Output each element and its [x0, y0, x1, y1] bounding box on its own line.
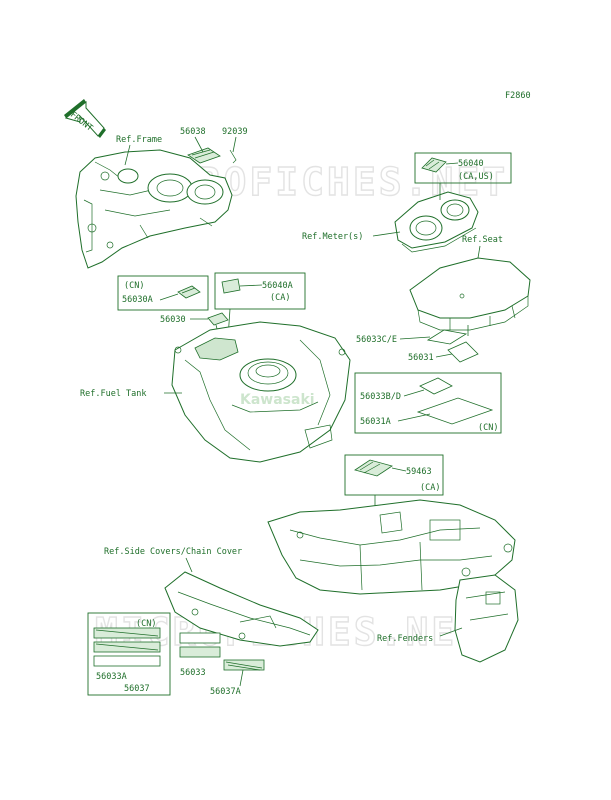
part-59463: 59463	[406, 467, 432, 477]
ref-seat-label: Ref.Seat	[462, 235, 503, 245]
part-56033CE: 56033C/E	[356, 335, 397, 345]
part-56033A: 56033A	[96, 672, 127, 682]
kawasaki-logo: Kawasaki	[240, 392, 315, 408]
part-56040A-note: (CA)	[270, 293, 290, 303]
ref-fuel-tank-label: Ref.Fuel Tank	[80, 389, 147, 399]
ref-fenders-label: Ref.Fenders	[377, 634, 433, 644]
part-box-56040A	[214, 272, 306, 310]
meter-part	[394, 191, 479, 253]
part-56030A: 56030A	[122, 295, 153, 305]
fender-part	[267, 499, 519, 663]
part-box-56040	[414, 152, 512, 184]
figure-id: F2860	[505, 91, 531, 101]
part-box-56033A	[87, 612, 171, 696]
part-56033: 56033	[180, 668, 206, 678]
part-59463-note: (CA)	[420, 483, 440, 493]
front-arrow-icon	[64, 99, 106, 138]
part-56037: 56037	[124, 684, 150, 694]
part-56040A: 56040A	[262, 281, 293, 291]
part-56033A-note: (CN)	[136, 619, 156, 629]
part-56030: 56030	[160, 315, 186, 325]
part-56040: 56040	[458, 159, 484, 169]
part-56038: 56038	[180, 127, 206, 137]
frame-part	[75, 149, 233, 269]
part-box-59463	[344, 454, 444, 496]
seat-part	[409, 257, 531, 331]
part-56033BD: 56033B/D	[360, 392, 401, 402]
chain-cover-part	[164, 571, 319, 647]
part-56040-note: (CA,US)	[458, 172, 494, 182]
part-56031A: 56031A	[360, 417, 391, 427]
ref-meter-label: Ref.Meter(s)	[302, 232, 363, 242]
part-box-56031A	[354, 372, 502, 434]
ref-frame-label: Ref.Frame	[116, 135, 162, 145]
part-92039: 92039	[222, 127, 248, 137]
part-box-56030A	[117, 275, 209, 311]
part-56037A: 56037A	[210, 687, 241, 697]
part-56030A-note: (CN)	[124, 281, 144, 291]
ref-side-covers-label: Ref.Side Covers/Chain Cover	[104, 547, 242, 557]
part-56031A-note: (CN)	[478, 423, 498, 433]
fuel-tank-part	[171, 321, 351, 463]
part-56031: 56031	[408, 353, 434, 363]
